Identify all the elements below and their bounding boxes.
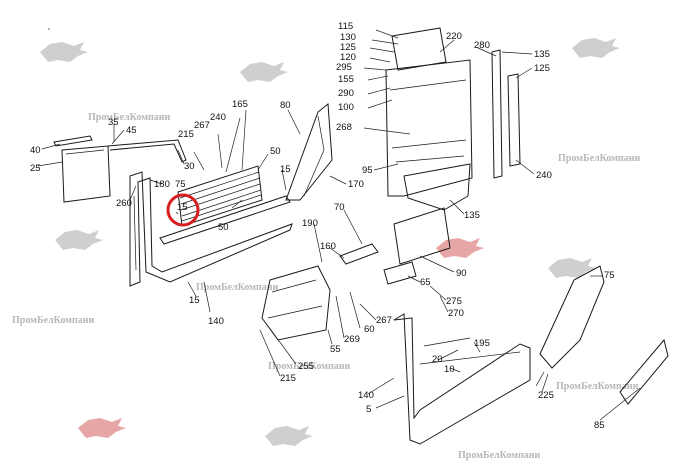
flap-bracket-bar [107,139,187,163]
callout-label: 180 [154,179,170,190]
callout-label: 60 [364,324,375,335]
callout-label: 260 [116,198,132,209]
watermark-text: ПромБелКомпани [196,282,279,293]
callout-label: 155 [338,74,354,85]
callout-label: 95 [362,165,373,176]
lower-frame [393,313,531,445]
callout-label: 75 [175,179,186,190]
callout-label: 45 [126,125,137,136]
callout-label: 275 [446,296,462,307]
callout-labels: 35 45 40 25 30 180 75 260 15 15 50 50 15… [30,21,615,431]
oil-cooler [177,165,263,227]
callout-label: 120 [340,52,356,63]
callout-label: 35 [108,117,119,128]
callout-label: 20 [432,354,443,365]
vertical-strip-125 [507,73,521,167]
callout-label: 215 [280,373,296,384]
winged-lion-logo-icon [572,38,620,58]
callout-label: 160 [320,241,336,252]
callout-label: 267 [376,315,392,326]
callout-label: 50 [270,146,281,157]
callout-label: 269 [344,334,360,345]
callout-label: 225 [538,390,554,401]
callout-label: 125 [340,42,356,53]
winged-lion-logo-icon [240,62,288,82]
callout-label: 75 [604,270,615,281]
callout-label: 295 [336,62,352,73]
callout-label: 195 [474,338,490,349]
callout-label: 240 [210,112,226,123]
radiator-bottom-shroud [403,163,471,211]
watermark-text: ПромБелКомпани [556,381,639,392]
callout-label: 267 [194,120,210,131]
lower-crossbar [159,195,291,245]
callout-label: 10 [444,364,455,375]
callout-label: 268 [336,122,352,133]
winged-lion-logo-icon [40,42,88,62]
callout-label: 270 [448,308,464,319]
mud-flap-left [61,145,111,203]
winged-lion-logo-icon [436,238,484,258]
callout-label: 165 [232,99,248,110]
callout-label: 15 [177,202,188,213]
callout-label: 15 [189,295,200,306]
winged-lion-logo-icon [265,426,313,446]
mud-flap-right [619,338,669,405]
part-drawings [53,27,669,445]
winged-lion-logo-icon [548,258,596,278]
side-panel-right [539,265,605,369]
callout-label: 220 [446,31,462,42]
callout-label: 240 [536,170,552,181]
watermark-text: ПромБелКомпани [558,153,641,164]
callout-label: 135 [534,49,550,60]
callout-label: 140 [208,316,224,327]
callout-label: 40 [30,145,41,156]
flap-top-plate [53,135,93,147]
winged-lion-logo-icon [55,230,103,250]
leader-lines [37,28,641,421]
watermark-text: ПромБелКомпани [12,315,95,326]
callout-label: 280 [474,40,490,51]
watermark-text: ПромБелКомпани [268,361,351,372]
callout-label: 15 [280,164,291,175]
callout-label: 25 [30,163,41,174]
callout-label: 55 [330,344,341,355]
callout-label: 125 [534,63,550,74]
callout-label: 135 [464,210,480,221]
callout-label: 170 [348,179,364,190]
callout-label: 115 [338,21,353,32]
tall-bracket [285,103,333,201]
callout-label: 100 [338,102,354,113]
callout-label: 290 [338,88,354,99]
callout-label: 65 [420,277,431,288]
callout-label: 70 [334,202,345,213]
radiator-top-tank [391,27,447,71]
callout-label: 215 [178,129,194,140]
vertical-strip-280 [491,49,503,179]
watermark-text: ПромБелКомпани [88,112,171,123]
winged-lion-logo-icon [78,418,126,438]
watermark-text: ПромБелКомпани [458,450,541,461]
center-plate [393,207,451,265]
radiator [385,59,473,197]
callout-label: 255 [298,361,314,372]
highlight-circle [166,193,200,227]
small-bracket-65 [383,261,417,285]
watermark-logos [40,38,620,446]
callout-label: 130 [340,32,356,43]
side-panel-left [129,171,293,287]
callout-label: 90 [456,268,467,279]
callout-label: 85 [594,420,605,431]
callout-label: 80 [280,100,291,111]
callout-label: 140 [358,390,374,401]
callout-label: 50 [218,222,229,233]
callout-label: 5 [366,404,371,415]
watermark-texts: ПромБелКомпани ПромБелКомпани ПромБелКом… [12,112,641,461]
small-bracket [339,243,379,265]
callout-label: 190 [302,218,318,229]
lower-shroud [261,265,331,341]
callout-label: 30 [184,161,195,172]
